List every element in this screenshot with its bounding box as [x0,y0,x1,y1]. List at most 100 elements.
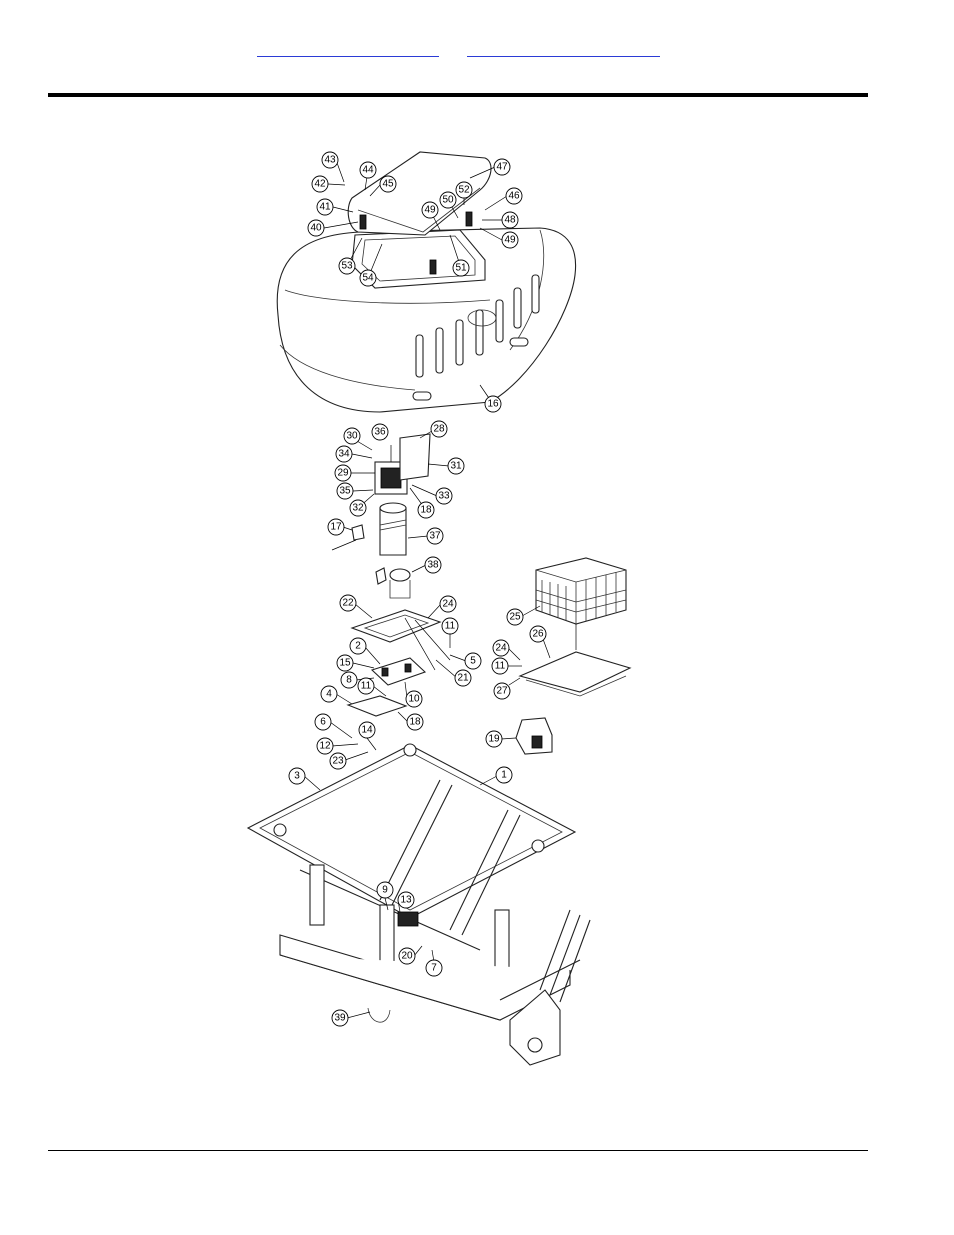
svg-text:34: 34 [338,449,350,460]
svg-text:13: 13 [400,895,412,906]
svg-text:30: 30 [346,431,358,442]
callout-20: 20 [398,945,423,965]
callout-48: 48 [482,211,519,229]
svg-text:44: 44 [362,165,374,176]
svg-text:35: 35 [339,486,351,497]
callout-21: 21 [435,659,472,687]
seed-tube [331,502,407,556]
svg-text:42: 42 [314,179,326,190]
svg-text:38: 38 [427,560,439,571]
callout-41: 41 [316,198,354,216]
svg-text:19: 19 [488,734,500,745]
callout-53: 53 [338,237,363,275]
callout-54: 54 [359,243,383,287]
callout-10: 10 [404,681,423,708]
basket-tray [518,651,632,697]
svg-text:22: 22 [342,598,354,609]
svg-text:49: 49 [504,235,516,246]
svg-text:51: 51 [455,263,467,274]
svg-text:3: 3 [294,771,300,782]
svg-text:46: 46 [508,191,520,202]
svg-text:28: 28 [433,424,445,435]
exploded-parts-diagram: 43 44 47 42 45 52 46 41 50 48 40 49 49 5… [240,140,640,1075]
base-plate [346,695,408,717]
svg-text:27: 27 [496,686,508,697]
callout-45: 45 [369,175,397,197]
callout-15: 15 [336,654,375,672]
adapter-cup [375,567,411,599]
callout-38: 38 [411,556,442,574]
svg-text:39: 39 [334,1013,346,1024]
footer-rule [48,1150,868,1151]
svg-text:24: 24 [495,643,507,654]
svg-text:2: 2 [355,641,361,652]
callout-35: 35 [336,482,374,500]
svg-text:1: 1 [501,770,507,781]
svg-text:48: 48 [504,215,516,226]
svg-text:43: 43 [324,155,336,166]
callout-26: 26 [529,625,551,659]
svg-text:8: 8 [346,675,352,686]
svg-text:49: 49 [424,205,436,216]
callout-36: 36 [371,423,389,441]
svg-text:6: 6 [320,717,326,728]
callout-24b: 24 [492,639,521,661]
svg-text:4: 4 [326,689,332,700]
callout-13: 13 [397,891,415,913]
svg-text:33: 33 [438,491,450,502]
callout-52: 52 [455,181,473,205]
header-link-1[interactable] [257,44,439,57]
callout-16: 16 [479,384,502,413]
callouts: 43 44 47 42 45 52 46 41 50 48 40 49 49 5… [288,151,551,1027]
callout-37: 37 [407,527,444,545]
svg-text:11: 11 [361,681,372,692]
svg-text:11: 11 [495,661,506,672]
callout-23: 23 [329,751,369,770]
callout-32: 32 [349,493,375,517]
callout-6: 6 [314,713,353,739]
svg-text:17: 17 [330,522,342,533]
callout-34: 34 [335,445,373,463]
callout-12: 12 [316,737,359,755]
callout-44: 44 [359,161,377,191]
callout-31: 31 [427,457,465,475]
callout-9: 9 [376,881,394,911]
callout-39: 39 [331,1009,371,1027]
callout-18b: 18 [397,711,424,731]
svg-text:7: 7 [431,963,437,974]
callout-25: 25 [506,605,541,626]
meter-frame [350,609,451,671]
callout-5: 5 [449,652,482,670]
hopper-tank [276,227,577,413]
svg-text:36: 36 [374,427,386,438]
svg-text:29: 29 [337,468,349,479]
svg-text:54: 54 [362,273,374,284]
hopper-lid [347,151,492,275]
callout-43: 43 [321,151,345,183]
callout-33: 33 [411,484,453,505]
svg-text:12: 12 [319,741,331,752]
mounting-plate [370,657,427,686]
svg-text:41: 41 [319,202,331,213]
svg-text:5: 5 [470,656,476,667]
callout-2: 2 [349,637,381,665]
svg-text:16: 16 [487,399,499,410]
svg-text:24: 24 [442,599,454,610]
svg-text:23: 23 [332,756,344,767]
callout-19: 19 [485,730,517,748]
callout-1: 1 [479,766,513,786]
callout-49b: 49 [479,227,519,249]
callout-46: 46 [484,187,523,211]
callout-29: 29 [334,464,375,482]
svg-text:47: 47 [496,162,508,173]
callout-17: 17 [327,518,353,536]
callout-40: 40 [307,219,359,237]
svg-text:52: 52 [458,185,470,196]
svg-text:50: 50 [442,195,454,206]
callout-42: 42 [311,175,346,193]
header-link-2[interactable] [467,44,660,57]
header-rule [48,93,868,97]
svg-text:20: 20 [401,951,413,962]
svg-text:53: 53 [341,261,353,272]
svg-text:40: 40 [310,223,322,234]
